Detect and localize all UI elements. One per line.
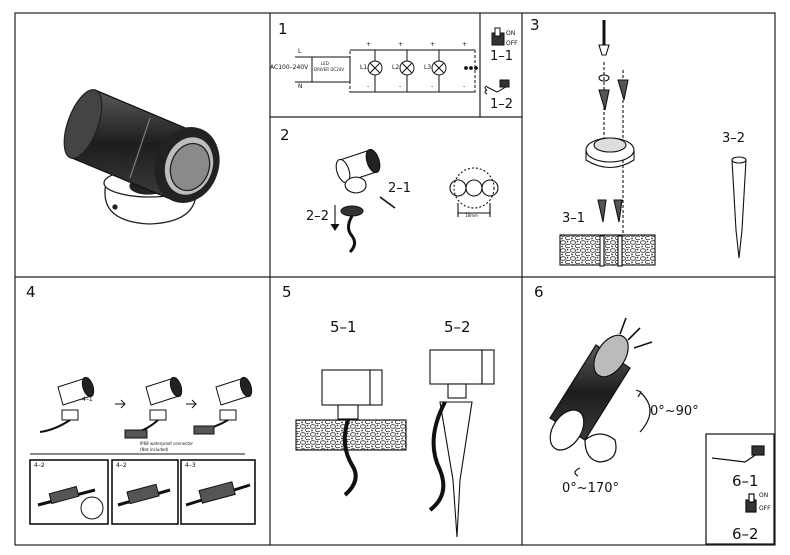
panel-1-switch [484, 27, 510, 95]
switch-off-label: OFF [506, 40, 518, 47]
panel-3-number: 3 [530, 16, 540, 34]
driver-label-1: LED [321, 61, 329, 66]
panel-1-wiring [295, 49, 478, 93]
panel-1-l-label: L [298, 48, 302, 55]
panel-5-mounting [295, 349, 495, 538]
plus-mark-2: + [398, 41, 404, 48]
tab-4-3: 4–3 [185, 462, 196, 469]
switch-on-label: ON [506, 30, 516, 37]
panel-6-adjust [549, 317, 775, 545]
step-4-1-label: 4–1 [82, 396, 93, 403]
lamp-label-1: L1 [360, 64, 368, 71]
switch6-on-label: ON [759, 492, 769, 499]
step-5-1-label: 5–1 [330, 318, 357, 336]
driver-label-2: DRIVER DC24V [314, 67, 345, 72]
switch6-off-label: OFF [759, 505, 771, 512]
panel-4-number: 4 [26, 283, 36, 301]
panel-2-mount [330, 148, 499, 254]
step-5-2-label: 5–2 [444, 318, 471, 336]
minus-mark-1: - [367, 83, 370, 90]
step-2-1-label: 2–1 [388, 181, 412, 196]
panel-grid [14, 12, 776, 546]
panel-1-n-label: N [298, 83, 303, 90]
connector-note-2: (Not included) [140, 447, 169, 452]
connector-note-1: IP68 waterproof connector [140, 441, 194, 446]
product-illustration [63, 89, 220, 225]
step-6-1-label: 6–1 [732, 472, 759, 490]
dimension-label: 18mm [465, 213, 478, 218]
panel-3-install [559, 20, 747, 267]
tab-4-2-a: 4–2 [34, 462, 45, 469]
minus-mark-3: - [431, 83, 434, 90]
panel-2-number: 2 [280, 126, 290, 144]
plus-mark-3: + [430, 41, 436, 48]
lamp-label-2: L2 [392, 64, 400, 71]
step-3-1-label: 3–1 [562, 211, 586, 226]
tab-4-2-b: 4–2 [116, 462, 127, 469]
plus-mark-4: + [462, 41, 468, 48]
step-1-2-label: 1–2 [490, 97, 514, 112]
rotate-range-label: 0°~170° [562, 481, 619, 496]
plus-mark-1: + [366, 41, 372, 48]
panel-1-ac-label: AC100–240V [270, 64, 309, 71]
panel-6-number: 6 [534, 283, 544, 301]
step-6-2-label: 6–2 [732, 525, 759, 543]
minus-mark-2: - [399, 83, 402, 90]
step-2-2-label: 2–2 [306, 209, 330, 224]
minus-mark-4: - [463, 83, 466, 90]
panel-1-number: 1 [278, 20, 288, 38]
lamp-label-3: L3 [424, 64, 432, 71]
step-3-2-label: 3–2 [722, 131, 746, 146]
panel-5-number: 5 [282, 283, 292, 301]
tilt-range-label: 0°~90° [650, 404, 699, 419]
step-1-1-label: 1–1 [490, 49, 514, 64]
panel-4-connect [29, 376, 256, 525]
